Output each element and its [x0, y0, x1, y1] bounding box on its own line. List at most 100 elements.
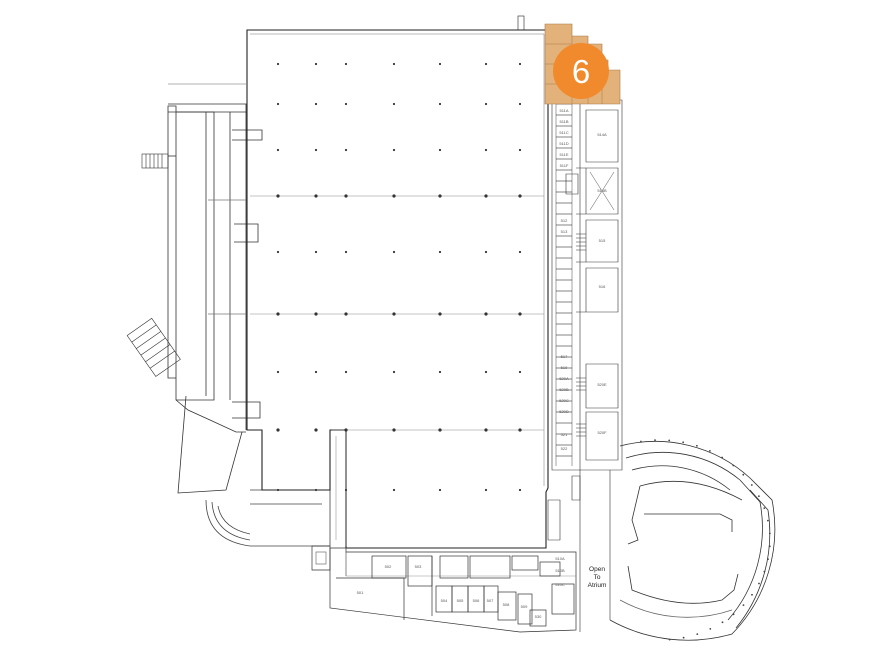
room-label: 516: [599, 284, 606, 289]
column-dot: [518, 250, 522, 254]
atrium-dot: [709, 628, 712, 630]
atrium-dot: [758, 582, 760, 585]
room-label: 509: [521, 604, 528, 609]
room-label: 510B: [555, 568, 565, 573]
column-dot: [392, 370, 396, 374]
room-label: 520B: [559, 387, 569, 392]
room-label: 514B: [597, 188, 607, 193]
column-dot: [484, 488, 488, 492]
atrium-corridor: [547, 470, 611, 632]
atrium-dot: [768, 532, 771, 535]
column-dot: [484, 148, 488, 152]
column-dot: [392, 102, 396, 106]
column-dot: [484, 102, 488, 106]
column-dot: [314, 148, 318, 152]
room-label: 522: [561, 446, 568, 451]
atrium-dot: [696, 633, 699, 635]
column-dot: [438, 428, 442, 432]
column-dot: [438, 102, 442, 106]
south-wing: [311, 545, 577, 633]
room-label: 514A: [597, 132, 607, 137]
column-dot: [438, 312, 442, 316]
room-label: 511F: [560, 163, 569, 168]
column-dot: [518, 148, 522, 152]
room-label: 520E: [597, 382, 607, 387]
atrium-dot: [742, 473, 745, 476]
column-dot: [344, 428, 348, 432]
column-dot: [314, 370, 318, 374]
column-dot: [276, 428, 280, 432]
column-dot: [518, 62, 522, 66]
room-label: 510C: [555, 582, 565, 587]
column-dot: [484, 250, 488, 254]
atrium-dot: [758, 495, 760, 498]
atrium-label-line2: To: [594, 574, 601, 581]
column-dot: [276, 250, 280, 254]
room-label: 507: [487, 598, 494, 603]
column-dot: [276, 312, 280, 316]
column-dot: [314, 250, 318, 254]
room-label: 512: [561, 218, 568, 223]
column-dot: [276, 488, 280, 492]
exhibit-hall: [246, 15, 549, 549]
column-dot: [276, 194, 280, 198]
column-dot: [392, 488, 396, 492]
room-label: 504: [441, 598, 448, 603]
column-dot: [314, 312, 318, 316]
atrium-dot: [682, 441, 685, 444]
column-dot: [392, 428, 396, 432]
atrium-label-line3: Atrium: [588, 582, 607, 589]
column-dot: [314, 194, 318, 198]
column-dot: [314, 102, 318, 106]
atrium-dot: [654, 439, 656, 441]
open-to-atrium-label: Open To Atrium: [588, 566, 607, 589]
room-label: 530: [535, 614, 542, 619]
atrium-dot: [668, 439, 671, 442]
column-dot: [344, 62, 348, 66]
column-dot: [344, 488, 348, 492]
column-dot: [392, 194, 396, 198]
column-dot: [344, 370, 348, 374]
room-label: 510A: [555, 556, 565, 561]
atrium-dot: [696, 444, 698, 447]
atrium-dot: [768, 545, 771, 548]
room-label: 520A: [559, 376, 569, 381]
zone-badge-label[interactable]: 6: [572, 53, 590, 90]
column-dot: [344, 312, 348, 316]
zone-badge-circle[interactable]: [553, 43, 609, 99]
room-label: 505: [457, 598, 464, 603]
atrium-dot: [763, 507, 766, 509]
atrium-dot: [640, 440, 642, 443]
column-dot: [392, 312, 396, 316]
column-dot: [484, 428, 488, 432]
column-dot: [518, 312, 522, 316]
column-dot: [438, 370, 442, 374]
column-dot: [276, 102, 280, 106]
atrium-dot: [732, 464, 735, 467]
atrium-circle: [609, 441, 776, 641]
column-dot: [392, 62, 396, 66]
atrium-dot: [750, 484, 753, 486]
room-label: 511A: [559, 108, 568, 113]
room-label: 503: [415, 564, 422, 569]
room-label: 515: [599, 238, 606, 243]
atrium-dot: [682, 636, 685, 639]
atrium-label-line1: Open: [589, 566, 605, 573]
west-plaza-curve: [205, 489, 331, 547]
room-label: 502: [385, 564, 392, 569]
atrium-dots: [640, 439, 771, 641]
room-label: 520D: [559, 409, 569, 414]
column-dot: [518, 488, 522, 492]
zone-badge[interactable]: 6: [553, 43, 609, 99]
atrium-dot: [742, 604, 745, 606]
room-label: 520F: [597, 430, 607, 435]
atrium-dot: [709, 450, 711, 452]
column-dot: [438, 250, 442, 254]
room-label: 511B: [559, 119, 568, 124]
room-label: 511C: [559, 130, 568, 135]
column-dot: [276, 62, 280, 66]
west-annex: [167, 83, 263, 494]
west-stairs: [126, 153, 181, 377]
column-dot: [344, 148, 348, 152]
